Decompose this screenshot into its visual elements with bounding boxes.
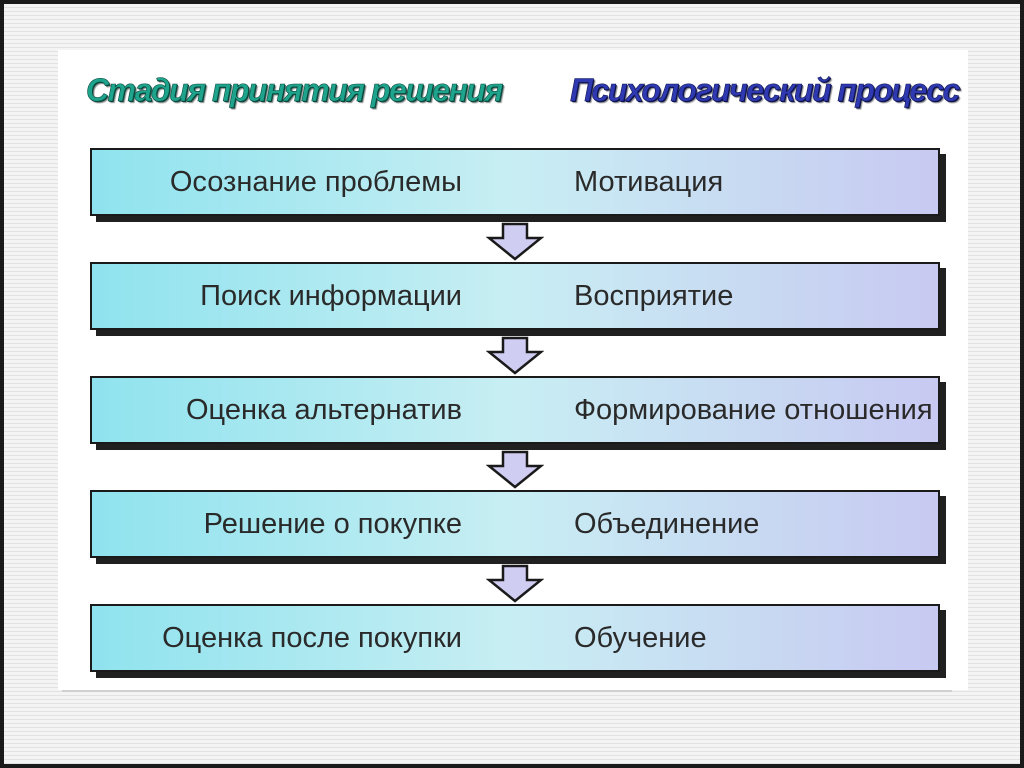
down-arrow-icon [486,450,544,489]
process-label: Формирование отношения [574,394,933,426]
stage-label: Оценка после покупки [162,622,462,654]
divider-line [62,690,952,692]
stage-label: Поиск информации [200,280,462,312]
down-arrow-icon [486,336,544,375]
process-label: Мотивация [574,166,724,198]
stage-row-1: Осознание проблемы Мотивация [90,148,940,216]
stage-label: Осознание проблемы [169,166,462,198]
process-label: Объединение [574,508,760,540]
down-arrow-icon [486,564,544,603]
process-label: Восприятие [574,280,734,312]
down-arrow-icon [486,222,544,261]
stage-column-header: Стадия принятия решения [86,72,504,109]
stage-row-3: Оценка альтернатив Формирование отношени… [90,376,940,444]
stage-label: Оценка альтернатив [186,394,462,426]
stage-row-4: Решение о покупке Объединение [90,490,940,558]
stage-label: Решение о покупке [203,508,462,540]
stage-row-2: Поиск информации Восприятие [90,262,940,330]
stage-row-5: Оценка после покупки Обучение [90,604,940,672]
process-column-header: Психологический процесс [570,72,961,109]
process-label: Обучение [574,622,707,654]
